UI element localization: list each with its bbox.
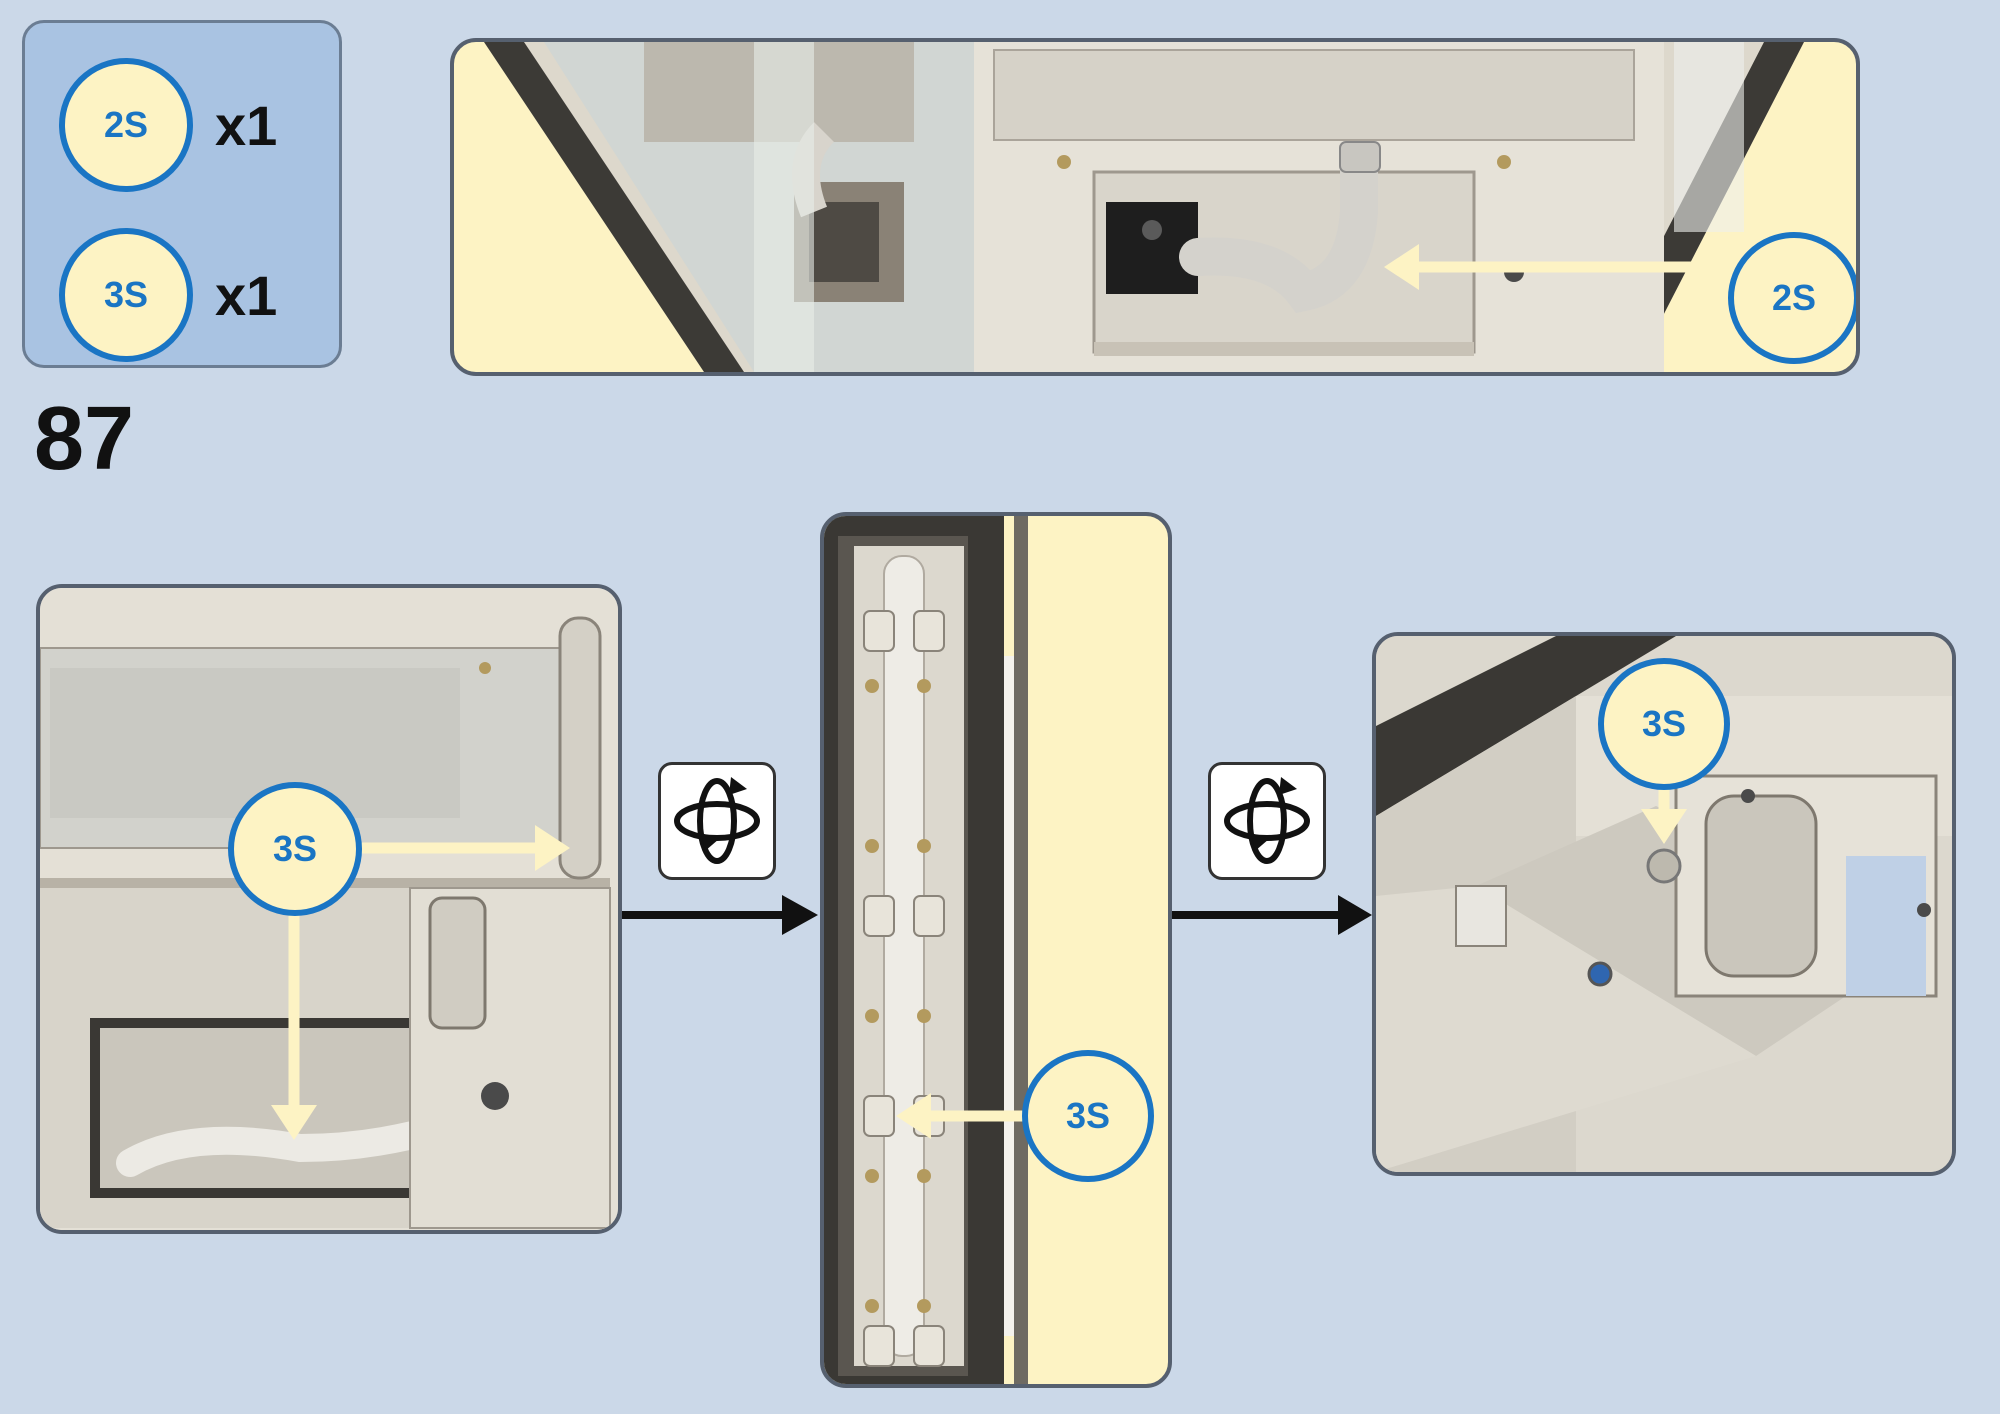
part-qty-3s: x1: [215, 264, 278, 327]
right-detail-panel: 3S: [1372, 632, 1956, 1176]
left-detail-illustration: [40, 588, 618, 1230]
rotate-view-icon: [658, 762, 776, 880]
middle-detail-panel: 3S: [820, 512, 1172, 1388]
callout-badge-right: 3S: [1598, 658, 1730, 790]
rotate-view-icon: [1208, 762, 1326, 880]
callout-badge-top: 2S: [1728, 232, 1856, 364]
callout-badge-left: 3S: [228, 782, 362, 916]
top-detail-illustration: [484, 42, 1804, 372]
arrow-right-icon: [622, 895, 818, 935]
left-detail-panel: 3S: [36, 584, 622, 1234]
step-number: 87: [34, 389, 135, 489]
callout-badge-middle: 3S: [1022, 1050, 1154, 1182]
arrow-right-icon: [1172, 895, 1372, 935]
top-detail-panel: 2S: [450, 38, 1860, 376]
middle-detail-illustration: [824, 516, 1028, 1384]
part-badge-2s: 2S: [59, 58, 193, 192]
part-badge-3s: 3S: [59, 228, 193, 362]
part-qty-2s: x1: [215, 94, 278, 157]
parts-list-box: 2S x1 3S x1: [22, 20, 342, 368]
